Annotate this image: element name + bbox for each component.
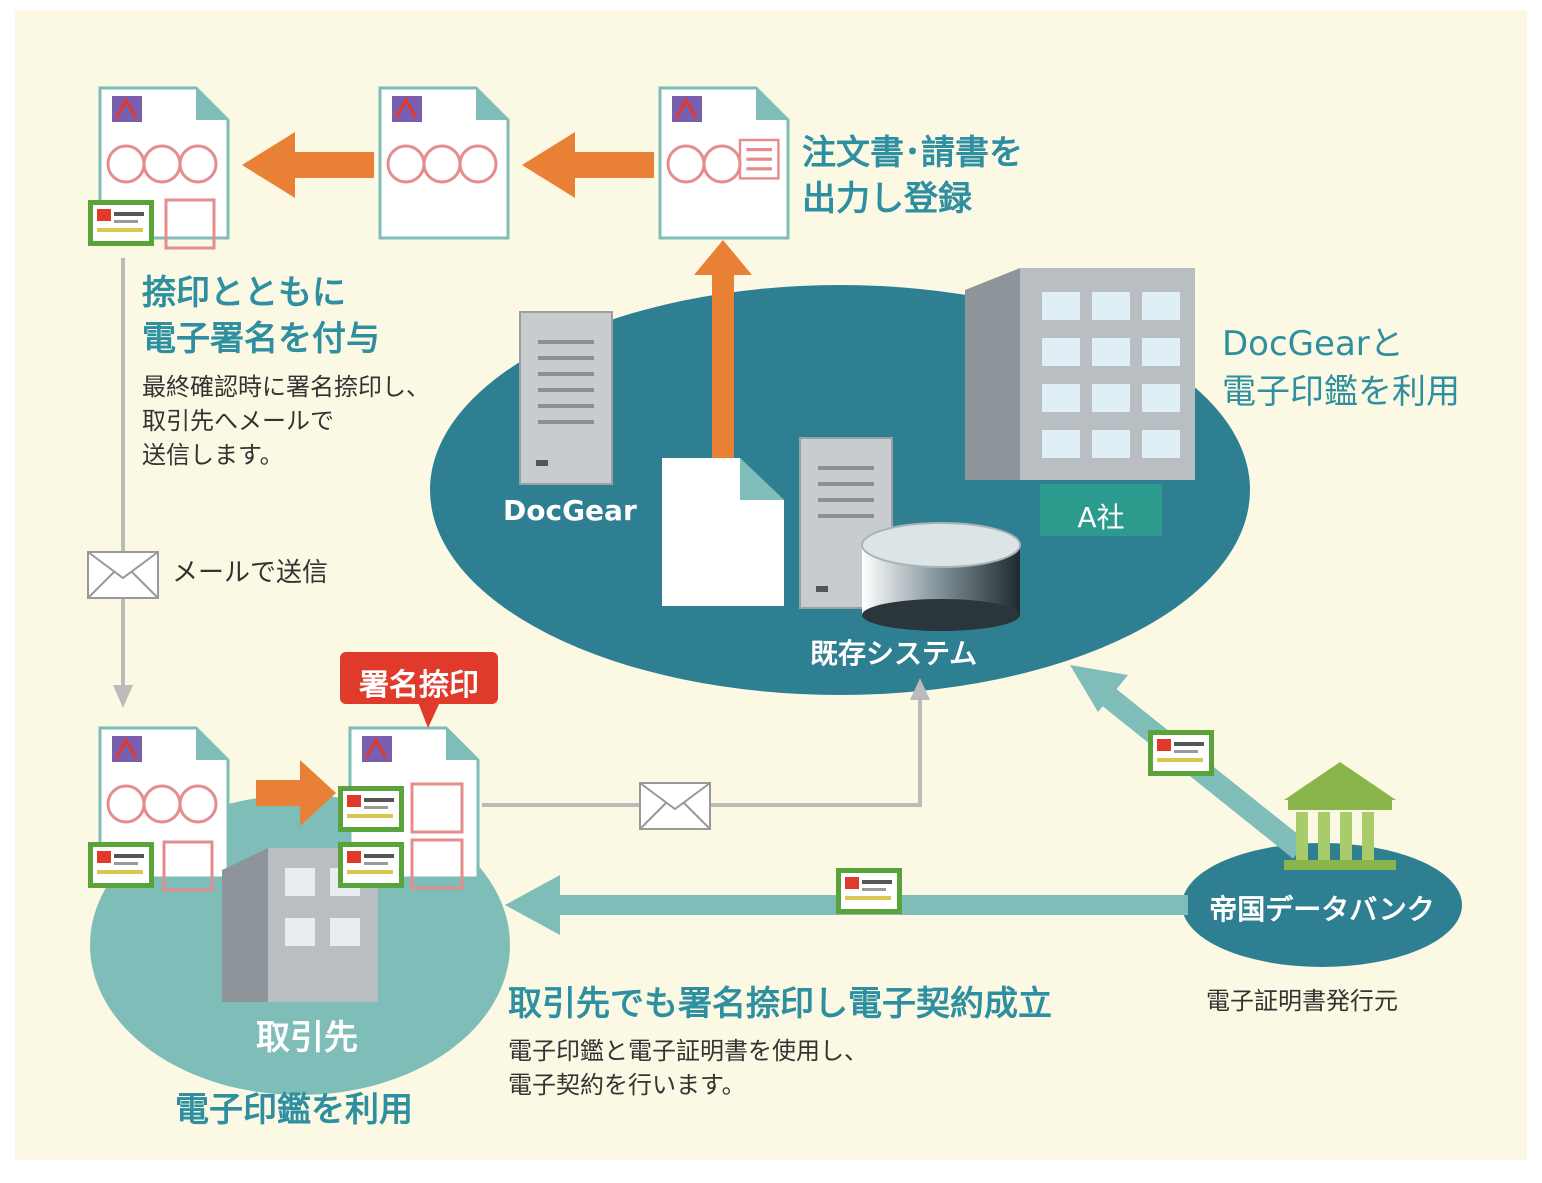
cert-top-left xyxy=(88,200,154,246)
existing-system-label: 既存システム xyxy=(810,637,978,670)
sign-badge xyxy=(340,652,498,728)
docgear-label: DocGear xyxy=(503,494,637,527)
bank-icon xyxy=(1284,762,1396,870)
contract-desc: 電子印鑑と電子証明書を使用し、 電子契約を行います。 xyxy=(508,1034,868,1102)
central-document xyxy=(662,458,784,606)
contract-desc-line-2: 電子契約を行います。 xyxy=(508,1071,746,1099)
sign-title-line-1: 捺印とともに xyxy=(142,273,346,313)
issuer-label: 電子証明書発行元 xyxy=(1206,987,1398,1015)
teikoku-label: 帝国データバンク xyxy=(1209,893,1435,926)
sign-desc-line-1: 最終確認時に署名捺印し、 xyxy=(142,373,430,401)
cert-arrow-bottom xyxy=(836,868,902,914)
teikoku-ellipse xyxy=(1182,843,1462,967)
arrow-top-1 xyxy=(522,132,654,198)
cert-bottom-right-1 xyxy=(338,786,404,832)
cert-bottom-right-2 xyxy=(338,842,404,888)
docgear-use-line-2: 電子印鑑を利用 xyxy=(1222,372,1460,412)
database-cylinder xyxy=(861,522,1021,631)
mail-send-label: メールで送信 xyxy=(172,558,329,588)
sign-desc-line-3: 送信します。 xyxy=(142,441,284,469)
sign-badge-label: 署名捺印 xyxy=(359,668,479,703)
cert-arrow-right xyxy=(1148,730,1214,776)
partner-label: 取引先 xyxy=(256,1018,358,1058)
docgear-server xyxy=(519,311,613,485)
register-arrow xyxy=(694,240,752,275)
contract-desc-line-1: 電子印鑑と電子証明書を使用し、 xyxy=(508,1037,868,1065)
doc-bottom-right xyxy=(348,726,480,890)
docgear-use-line-1: DocGearと xyxy=(1222,324,1404,364)
envelope-return xyxy=(639,782,711,830)
arrow-top-2 xyxy=(242,132,374,198)
partner-use-label: 電子印鑑を利用 xyxy=(175,1090,413,1130)
sign-desc-line-2: 取引先へメールで xyxy=(142,407,334,435)
sign-desc: 最終確認時に署名捺印し、 取引先へメールで 送信します。 xyxy=(142,370,430,472)
doc-top-right xyxy=(658,86,790,240)
doc-bottom-left xyxy=(98,726,230,880)
cert-bottom-left xyxy=(88,842,154,888)
docgear-use-label: DocGearと 電子印鑑を利用 xyxy=(1222,320,1460,416)
register-label: 注文書･請書を 出力し登録 xyxy=(802,130,1023,222)
register-line-2: 出力し登録 xyxy=(802,179,972,219)
sign-title: 捺印とともに 電子署名を付与 xyxy=(142,270,380,362)
envelope-mail xyxy=(87,551,159,599)
cert-arrow-to-company xyxy=(1070,665,1128,712)
doc-top-left xyxy=(98,86,230,250)
arrow-bottom xyxy=(256,760,336,826)
company-a-building xyxy=(965,268,1195,536)
contract-title: 取引先でも署名捺印し電子契約成立 xyxy=(508,984,1052,1024)
sign-title-line-2: 電子署名を付与 xyxy=(142,319,380,359)
a-company-label: A社 xyxy=(1077,501,1125,534)
register-line-1: 注文書･請書を xyxy=(802,133,1023,173)
doc-top-middle xyxy=(378,86,510,240)
